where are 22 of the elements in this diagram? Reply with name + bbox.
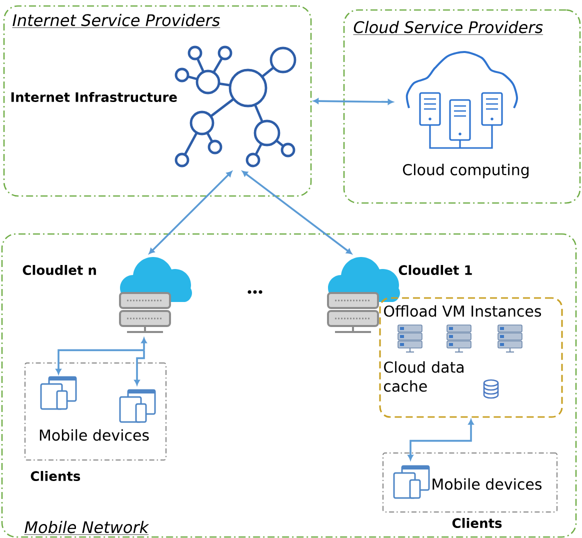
mobile-device-icon: [393, 465, 430, 499]
group-label: Clients: [30, 470, 80, 482]
arrow: [242, 170, 352, 254]
vm-instances-box: Offload VM Instances Cloud data cache: [379, 297, 563, 418]
icon-label: Cloudlet n: [22, 264, 96, 276]
arrow: [408, 419, 474, 460]
icon-label: Internet Infrastructure: [11, 92, 177, 102]
arrow: [134, 350, 145, 386]
group-label: Clients: [452, 518, 502, 528]
arrow: [141, 338, 147, 350]
arrow: [148, 171, 232, 254]
mobile-device-icon: [119, 389, 156, 423]
arrow: [313, 98, 394, 105]
device-group-box: Mobile devices: [382, 452, 558, 512]
arrow: [56, 349, 144, 374]
node-label: Cloud data cache: [384, 361, 464, 392]
ellipsis-label: ...: [248, 290, 262, 294]
mobile-device-icon: [40, 376, 77, 410]
icon-label: Cloudlet 1: [398, 264, 472, 276]
node-label: Offload VM Instances: [384, 305, 542, 317]
icon-label: Cloud computing: [402, 164, 529, 178]
device-group-box: Mobile devices: [24, 362, 166, 460]
